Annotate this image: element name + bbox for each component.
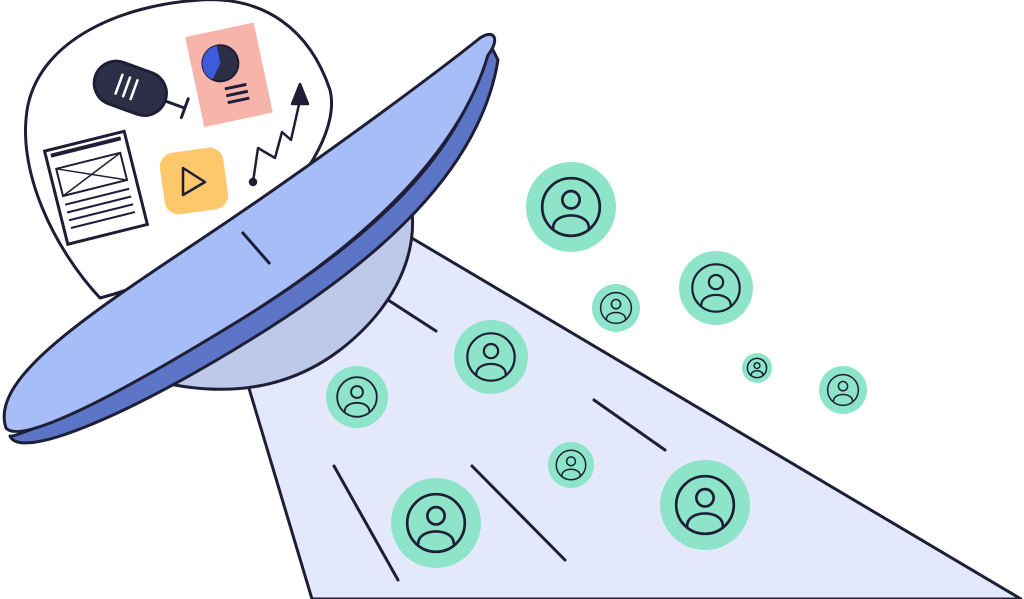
ufo-disc <box>2 32 500 445</box>
user-avatar-icon <box>454 320 528 394</box>
report-chart-icon <box>185 22 273 128</box>
speed-lines <box>332 296 667 582</box>
user-avatar-icon <box>548 442 594 488</box>
user-avatar-icon <box>819 366 867 414</box>
user-avatar-icon <box>679 251 753 325</box>
play-button-icon <box>159 147 229 215</box>
ufo-disc-top <box>2 32 497 433</box>
user-avatar-icon <box>592 284 640 332</box>
microphone-icon <box>92 59 190 120</box>
user-avatar-icon <box>326 366 388 428</box>
ufo-disc-seam <box>240 231 272 265</box>
document-icon <box>42 129 150 247</box>
user-avatar-icon <box>391 478 481 568</box>
user-avatar-icon <box>526 162 616 252</box>
people-group <box>326 162 867 568</box>
user-avatar-icon <box>742 353 772 383</box>
user-avatar-icon <box>660 460 750 550</box>
trend-arrow-icon <box>248 82 310 187</box>
